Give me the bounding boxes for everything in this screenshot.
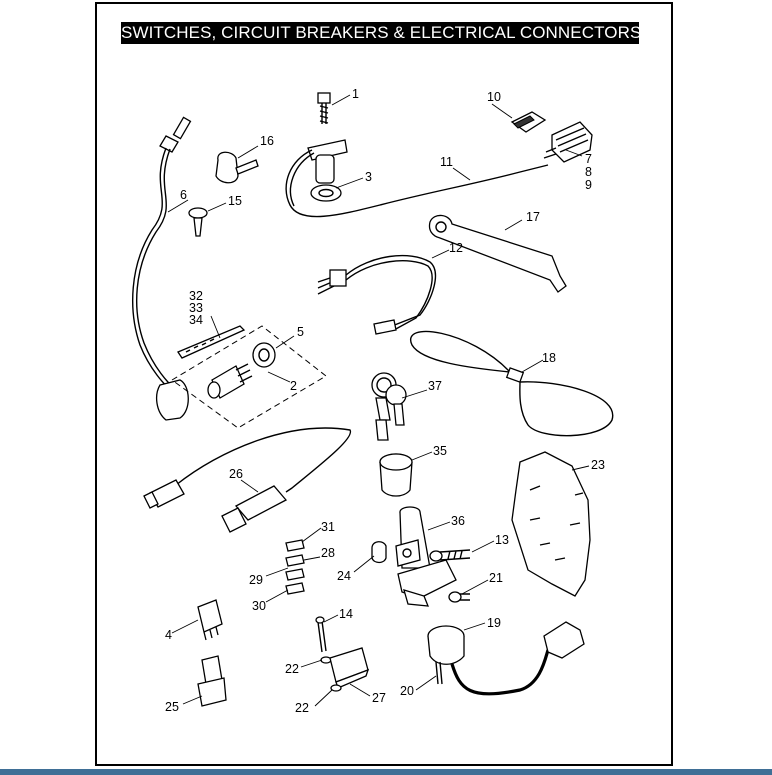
callout-28: 28 <box>321 546 335 560</box>
callout-5: 5 <box>297 325 304 339</box>
part-4-relay <box>197 599 223 641</box>
callout-16: 16 <box>260 134 274 148</box>
part-1-screw <box>317 92 331 124</box>
callout-8: 8 <box>585 165 592 179</box>
callout-27: 27 <box>372 691 386 705</box>
callout-20: 20 <box>400 684 414 698</box>
part-21-screw <box>448 591 470 603</box>
callout-18: 18 <box>542 351 556 365</box>
callout-2: 2 <box>290 379 297 393</box>
callout-37: 37 <box>428 379 442 393</box>
part-17-bracket <box>428 214 567 293</box>
callout-22b: 22 <box>295 701 309 715</box>
callout-14: 14 <box>339 607 353 621</box>
callout-17: 17 <box>526 210 540 224</box>
callout-labels: 1 3 10 11 7 8 9 16 15 6 17 12 32 33 34 5… <box>165 87 605 715</box>
callout-1: 1 <box>352 87 359 101</box>
callout-7: 7 <box>585 152 592 166</box>
part-24-cap <box>371 541 387 564</box>
callout-35: 35 <box>433 444 447 458</box>
callout-36: 36 <box>451 514 465 528</box>
callout-29: 29 <box>249 573 263 587</box>
part-10-connector-lock <box>510 111 547 133</box>
part-32-33-34-cable-strap <box>177 325 246 359</box>
callout-24: 24 <box>337 569 351 583</box>
bottom-status-bar <box>0 769 772 775</box>
part-36-ignition-switch <box>395 506 457 607</box>
callout-12: 12 <box>449 241 463 255</box>
callout-30: 30 <box>252 599 266 613</box>
callout-23: 23 <box>591 458 605 472</box>
callout-31: 31 <box>321 520 335 534</box>
part-18-wire-loop <box>409 330 614 437</box>
callout-22a: 22 <box>285 662 299 676</box>
callout-33: 33 <box>189 301 203 315</box>
part-23-cover <box>511 451 591 597</box>
part-15-push-pin <box>188 207 208 237</box>
part-3-washer <box>310 184 342 202</box>
part-12-sensor <box>317 254 437 335</box>
part-2-switch <box>207 363 253 399</box>
part-28-31-terminals <box>285 539 305 595</box>
page-title: SWITCHES, CIRCUIT BREAKERS & ELECTRICAL … <box>121 22 642 44</box>
part-6-sensor-cable <box>132 116 192 421</box>
callout-6: 6 <box>180 188 187 202</box>
callout-13: 13 <box>495 533 509 547</box>
part-13-bolt <box>429 549 471 562</box>
part-14-screw <box>315 616 327 653</box>
part-20-screw <box>435 661 443 685</box>
callout-3: 3 <box>365 170 372 184</box>
part-26-sensor-lead <box>143 427 352 533</box>
callout-11: 11 <box>440 155 453 169</box>
callout-4: 4 <box>165 628 172 642</box>
part-19-horn-harness <box>427 621 585 696</box>
callout-34: 34 <box>189 313 203 327</box>
callout-15: 15 <box>228 194 242 208</box>
callout-26: 26 <box>229 467 243 481</box>
callout-10: 10 <box>487 90 501 104</box>
callout-19: 19 <box>487 616 501 630</box>
callout-32: 32 <box>189 289 203 303</box>
leader-lines <box>167 94 590 707</box>
callout-21: 21 <box>489 571 503 585</box>
part-7-8-9-connector <box>543 121 593 163</box>
part-27-switch <box>329 647 370 689</box>
part-35-lock-cylinder <box>379 453 413 497</box>
part-25-plug <box>197 655 227 707</box>
part-16-clip <box>215 151 259 184</box>
part-5-nut <box>252 342 276 368</box>
part-11-switch-harness <box>285 139 549 218</box>
callout-9: 9 <box>585 178 592 192</box>
callout-25: 25 <box>165 700 179 714</box>
part-5-group-box <box>171 325 327 429</box>
part-22-washer-bottom <box>330 684 342 692</box>
part-37-keys <box>371 372 407 441</box>
